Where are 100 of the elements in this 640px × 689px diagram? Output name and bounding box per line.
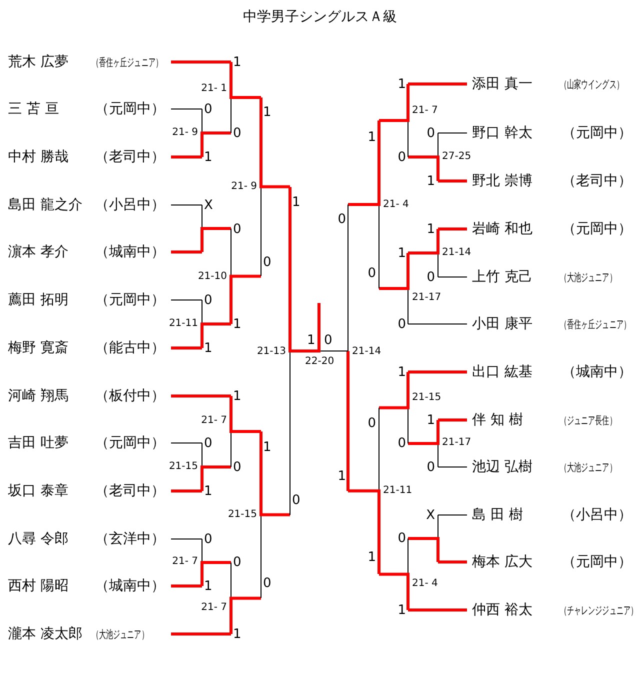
player-name: 西村 陽昭 (8, 579, 68, 593)
team-name: （香住ヶ丘ジュニア） (92, 57, 162, 68)
player-name: 中村 勝哉 (8, 150, 68, 164)
match-result: 0 (324, 334, 332, 346)
match-result: 0 (426, 460, 435, 474)
team-name: （元岡中） (95, 293, 165, 307)
team-name: （老司中） (562, 174, 632, 188)
match-result: 1 (307, 334, 316, 346)
match-result: 1 (233, 56, 242, 68)
player-name: 荒木 広夢 (8, 55, 68, 69)
player-name: 池辺 弘樹 (472, 460, 532, 474)
team-name: （元岡中） (95, 102, 165, 116)
player-name: 瀧本 凌太郎 (8, 627, 82, 641)
player-name: 梅野 寛斎 (8, 341, 68, 355)
team-name: （元岡中） (562, 555, 632, 569)
match-result: 0 (204, 436, 212, 450)
player-name: 出口 紘基 (472, 365, 532, 379)
match-score: 21- 1 (201, 84, 227, 94)
match-result: 1 (204, 150, 212, 164)
player-name: 八尋 令郎 (8, 532, 68, 546)
team-name: （チャレンジジュニア） (560, 605, 638, 616)
title: 中学男子シングルスＡ級 (243, 10, 397, 24)
match-result: 1 (292, 196, 300, 208)
player-name: 野口 幹太 (472, 126, 532, 140)
team-name: （大池ジュニア） (92, 629, 148, 640)
match-result: 1 (398, 246, 406, 260)
team-name: （玄洋中） (95, 532, 165, 546)
match-score: 21- 7 (172, 557, 198, 567)
match-score: 21- 7 (412, 106, 438, 116)
player-name: 濵本 孝介 (8, 245, 68, 259)
match-result: 1 (426, 222, 435, 236)
match-result: 0 (398, 436, 406, 450)
match-result: 1 (338, 470, 346, 482)
match-result: 1 (368, 550, 376, 564)
match-score: 21- 9 (172, 128, 198, 138)
player-name: 上竹 克己 (472, 270, 532, 284)
match-score: 21-14 (442, 248, 472, 258)
match-score: 21-13 (256, 347, 286, 357)
match-result: 0 (398, 150, 406, 164)
match-result: 1 (398, 604, 406, 616)
match-result: 0 (368, 266, 376, 280)
match-result: X (204, 198, 213, 212)
match-result: 1 (398, 78, 406, 90)
team-name: （老司中） (95, 484, 165, 498)
team-name: （城南中） (562, 365, 632, 379)
team-name: （元岡中） (562, 126, 632, 140)
match-result: 0 (204, 532, 212, 546)
match-result: 0 (338, 212, 346, 226)
team-name: （老司中） (95, 150, 165, 164)
match-result: 0 (233, 222, 242, 236)
match-score: 21-15 (412, 393, 442, 403)
match-result: 1 (426, 174, 435, 188)
match-score: 21-15 (228, 510, 257, 520)
match-score: 21-11 (383, 486, 412, 496)
team-name: （城南中） (95, 579, 165, 593)
match-score: 21-14 (352, 347, 382, 357)
player-name: 三 苫 亘 (8, 102, 59, 116)
match-score: 21- 4 (412, 579, 438, 589)
match-result: 0 (204, 294, 212, 306)
player-name: 薦田 拓明 (8, 293, 68, 307)
match-result: 0 (398, 532, 406, 544)
team-name: （大池ジュニア） (560, 462, 616, 473)
player-name: 島田 龍之介 (8, 198, 82, 212)
match-result: 0 (398, 318, 406, 330)
match-result: 0 (426, 270, 435, 284)
match-result: 1 (263, 106, 272, 118)
team-name: （板付中） (95, 389, 165, 403)
player-name: 仲西 裕太 (472, 603, 532, 617)
match-result: 1 (398, 366, 406, 378)
match-score: 21-11 (168, 319, 198, 329)
player-name: 小田 康平 (472, 317, 532, 331)
player-name: 坂口 泰章 (8, 484, 68, 498)
player-name: 吉田 吐夢 (8, 436, 68, 450)
match-result: 1 (233, 628, 242, 640)
match-result: 0 (368, 416, 376, 430)
team-name: （能古中） (95, 341, 165, 355)
match-score: 21-17 (412, 293, 442, 303)
match-score: 27-25 (442, 152, 472, 162)
team-name: （元岡中） (95, 436, 165, 450)
team-name: （大池ジュニア） (560, 272, 616, 283)
match-score: 21-15 (168, 462, 198, 472)
match-score: 21- 4 (383, 200, 409, 210)
team-name: （小呂中） (562, 508, 632, 522)
team-name: （元岡中） (562, 222, 632, 236)
match-result: 1 (204, 580, 212, 592)
player-name: 伴 知 樹 (472, 413, 523, 427)
match-result: 0 (263, 256, 272, 268)
match-result: 0 (263, 576, 272, 590)
match-result: 1 (263, 440, 272, 454)
match-result: 1 (204, 484, 212, 498)
team-name: （ジュニア長住） (560, 415, 616, 426)
match-result: X (426, 508, 435, 522)
match-score: 22-20 (305, 357, 334, 367)
team-name: （小呂中） (95, 198, 165, 212)
match-result: 1 (233, 390, 242, 402)
match-result: 0 (204, 102, 212, 116)
match-result: 1 (204, 342, 212, 354)
match-score: 21-17 (442, 438, 472, 448)
player-name: 梅本 広大 (472, 555, 532, 569)
team-name: （山家ウイングス） (560, 79, 624, 90)
